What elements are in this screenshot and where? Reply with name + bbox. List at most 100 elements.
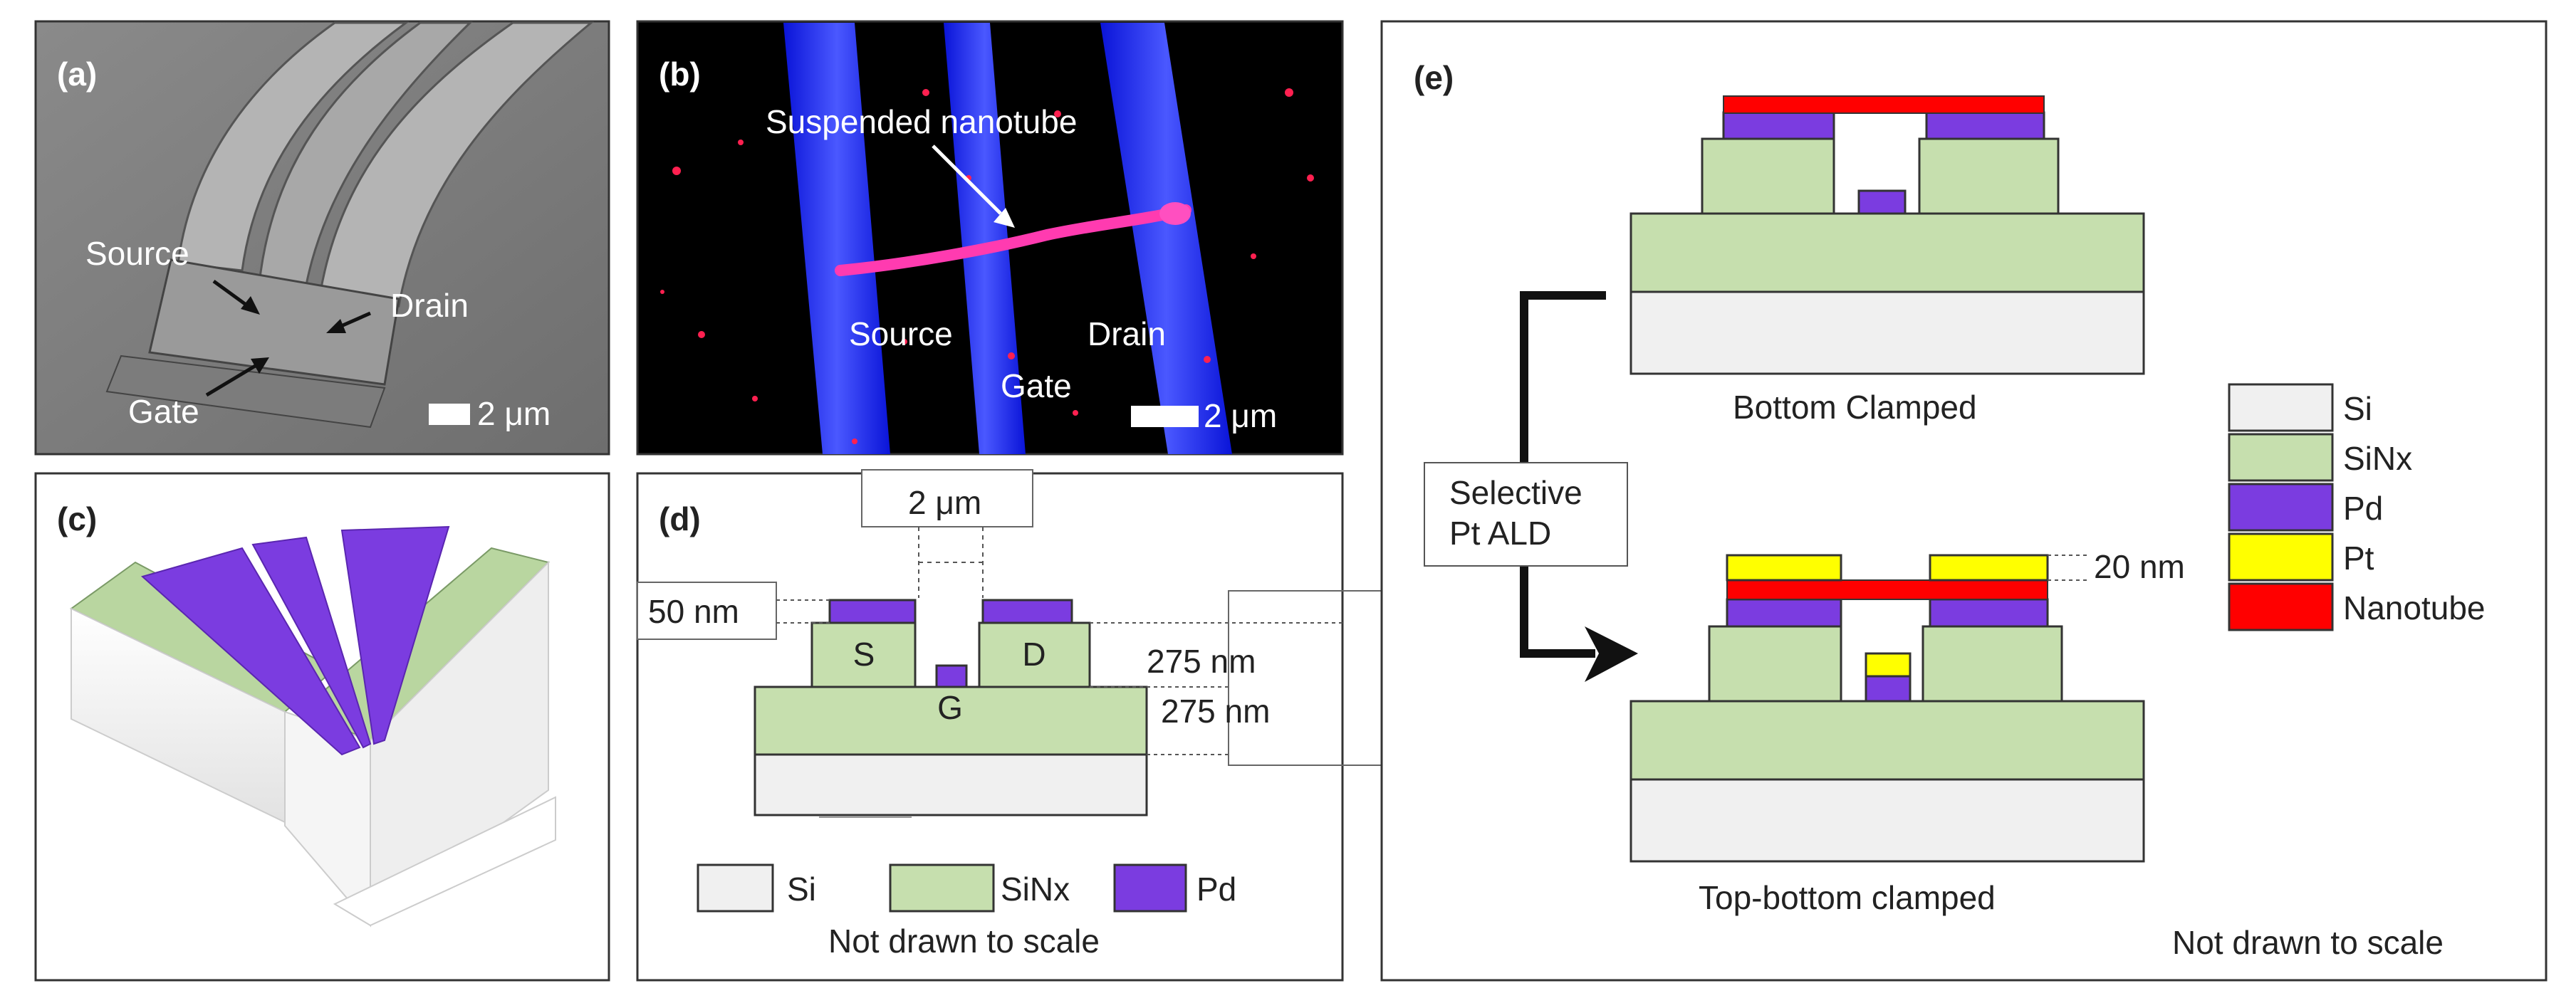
xsec-legend-pd: Pd [1196, 871, 1236, 908]
legend-swatch-si [2228, 383, 2334, 432]
xsec-legend-swatch-si [697, 863, 774, 913]
fluor-strip-gate [944, 23, 1026, 454]
top-sinx-layer [1629, 212, 2145, 293]
xsec-legend-swatch-sinx [889, 863, 995, 913]
fluor-arrowhead-nanotube [994, 208, 1015, 228]
fluor-scale-label: 2 μm [1204, 397, 1277, 434]
sem-label-drain: Drain [390, 287, 469, 324]
legend-swatch-nanotube [2228, 582, 2334, 631]
bottom-nanotube [1726, 579, 2048, 600]
panel-b-letter: (b) [659, 56, 701, 93]
process-step-box [1424, 462, 1628, 567]
process-step-line1: Selective [1449, 474, 1582, 511]
panel-d-letter: (d) [659, 500, 701, 537]
top-nanotube [1723, 95, 2045, 114]
xsec-legend-si: Si [787, 871, 816, 908]
xsec-legend-sinx: SiNx [1001, 871, 1070, 908]
fluor-strip-drain [1100, 23, 1232, 454]
bottom-pd-gate [1865, 675, 1912, 703]
bottom-pd-source [1726, 598, 1842, 628]
bottom-drain-pillar [1921, 625, 2063, 703]
panel-e-letter: (e) [1414, 59, 1454, 96]
legend-si: Si [2343, 390, 2372, 427]
sem-scale-bar [429, 404, 470, 425]
panel-a: (a) Source Drain Gate 2 μm [34, 20, 610, 456]
sem-label-gate: Gate [128, 393, 199, 430]
bottom-source-pillar [1708, 625, 1842, 703]
fluor-label-drain: Drain [1088, 315, 1166, 352]
process-arrowhead [1585, 626, 1638, 682]
xsec-pd-gate [935, 664, 968, 688]
top-pd-gate [1857, 189, 1907, 215]
legend-nanotube: Nanotube [2343, 589, 2486, 626]
render-base-front [333, 796, 556, 927]
bottom-pt-source [1726, 554, 1842, 582]
fluor-scale-bar [1131, 406, 1199, 427]
top-si-layer [1629, 290, 2145, 375]
legend-sinx: SiNx [2343, 440, 2412, 477]
top-source-pillar [1701, 137, 1835, 215]
render-electrode-source [140, 547, 361, 756]
sem-gate-lead [259, 21, 473, 286]
process-step-line2: Pt ALD [1449, 515, 1551, 552]
panel-b: (b) Suspended nanotube Source Drain Gate… [636, 20, 1344, 456]
xsec-thickness-top: 275 nm [1147, 643, 1256, 680]
top-pd-source [1722, 111, 1835, 140]
xsec-label-g: G [937, 689, 963, 726]
legend-swatch-pt [2228, 532, 2334, 582]
device-top-bottom-clamped: 20 nm Top-bottom clamped [1629, 548, 2185, 916]
bottom-pd-drain [1929, 598, 2049, 628]
xsec-label-s: S [853, 636, 875, 673]
bottom-pt-gate [1865, 652, 1912, 678]
legend-pt: Pt [2343, 540, 2374, 577]
panel-e: (e) Bottom Clamped Selective Pt ALD [1380, 20, 2548, 982]
xsec-note: Not drawn to scale [828, 923, 1100, 960]
caption-bottom-clamped: Bottom Clamped [1733, 389, 1977, 426]
xsec-pd-thickness: 50 nm [648, 593, 739, 630]
sem-source-lead [177, 21, 410, 272]
fluor-label-source: Source [849, 315, 953, 352]
panel-d: (d) 2 μm S D G 50 nm 275 nm 275 nm Si [636, 469, 1382, 982]
sem-label-source: Source [85, 235, 189, 272]
caption-top-bottom-clamped: Top-bottom clamped [1699, 879, 1996, 916]
fluor-strip-source [783, 23, 890, 454]
sem-arrow-gate [205, 361, 261, 397]
sem-device-base [148, 258, 400, 386]
panel-c: (c) [34, 472, 610, 982]
xsec-pd-drain [981, 599, 1073, 624]
device-bottom-clamped: Bottom Clamped [1629, 95, 2145, 426]
sem-arrowhead-source [241, 296, 260, 315]
legend-swatch-sinx [2228, 433, 2334, 482]
fluor-label-nanotube: Suspended nanotube [766, 103, 1077, 140]
xsec-legend-swatch-pd [1113, 863, 1187, 913]
bottom-pt-drain [1929, 554, 2049, 582]
fluor-speckles [660, 88, 1314, 444]
process-legend: Si SiNx Pd Pt Nanotube [2228, 383, 2486, 631]
pt-thickness-label: 20 nm [2094, 548, 2185, 585]
sem-scale-label: 2 μm [477, 395, 551, 432]
xsec-thickness-bottom: 275 nm [1161, 693, 1270, 730]
fluor-nanotube [835, 204, 1191, 276]
legend-swatch-pd [2228, 483, 2334, 532]
xsec-pd-callout [637, 582, 777, 640]
xsec-si-layer [753, 753, 1148, 816]
xsec-pd-source [828, 599, 917, 624]
bottom-si-layer [1629, 778, 2145, 863]
process-note: Not drawn to scale [2172, 924, 2444, 961]
top-drain-pillar [1918, 137, 2060, 215]
xsec-width-label: 2 μm [908, 484, 981, 521]
sem-device-ledge [105, 354, 386, 429]
legend-pd: Pd [2343, 490, 2383, 527]
sem-drain-lead [319, 21, 595, 308]
fluor-nanotube-end [1159, 202, 1191, 225]
xsec-label-d: D [1022, 636, 1045, 673]
render-electrode-gate [251, 536, 372, 749]
xsec-width-callout [861, 469, 1033, 527]
panel-a-letter: (a) [57, 56, 97, 93]
top-pd-drain [1925, 111, 2045, 140]
xsec-sinx-layer [753, 686, 1148, 756]
xsec-source-pillar [810, 621, 917, 688]
sem-arrowhead-gate [251, 357, 269, 374]
render-electrode-drain [340, 525, 450, 745]
